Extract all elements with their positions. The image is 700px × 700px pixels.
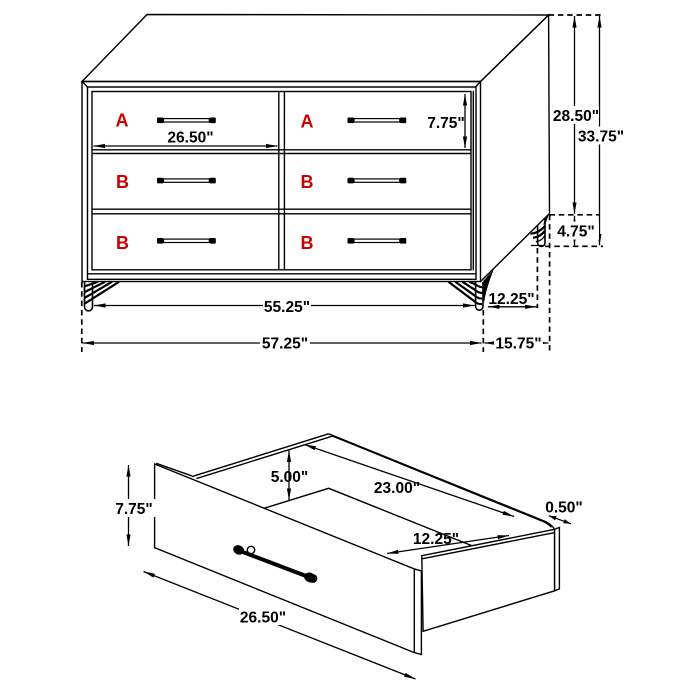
svg-text:12.25": 12.25" bbox=[413, 531, 459, 548]
svg-text:5.00": 5.00" bbox=[271, 469, 309, 486]
svg-text:26.50": 26.50" bbox=[240, 610, 286, 627]
svg-text:7.75": 7.75" bbox=[115, 501, 153, 518]
svg-text:0.50": 0.50" bbox=[545, 500, 583, 517]
svg-text:7.75": 7.75" bbox=[427, 115, 465, 132]
svg-text:15.75": 15.75" bbox=[495, 336, 541, 353]
svg-text:B: B bbox=[301, 233, 314, 253]
svg-text:B: B bbox=[116, 233, 129, 253]
svg-text:57.25": 57.25" bbox=[262, 336, 308, 353]
svg-text:A: A bbox=[301, 112, 314, 132]
svg-text:55.25": 55.25" bbox=[264, 299, 310, 316]
svg-text:12.25": 12.25" bbox=[488, 291, 534, 308]
svg-text:B: B bbox=[116, 172, 129, 192]
svg-text:B: B bbox=[301, 172, 314, 192]
svg-text:4.75": 4.75" bbox=[557, 224, 595, 241]
svg-text:26.50": 26.50" bbox=[167, 130, 213, 147]
svg-text:23.00": 23.00" bbox=[374, 480, 420, 497]
svg-text:A: A bbox=[116, 111, 129, 131]
svg-text:33.75": 33.75" bbox=[578, 129, 624, 146]
svg-text:28.50": 28.50" bbox=[553, 108, 599, 125]
